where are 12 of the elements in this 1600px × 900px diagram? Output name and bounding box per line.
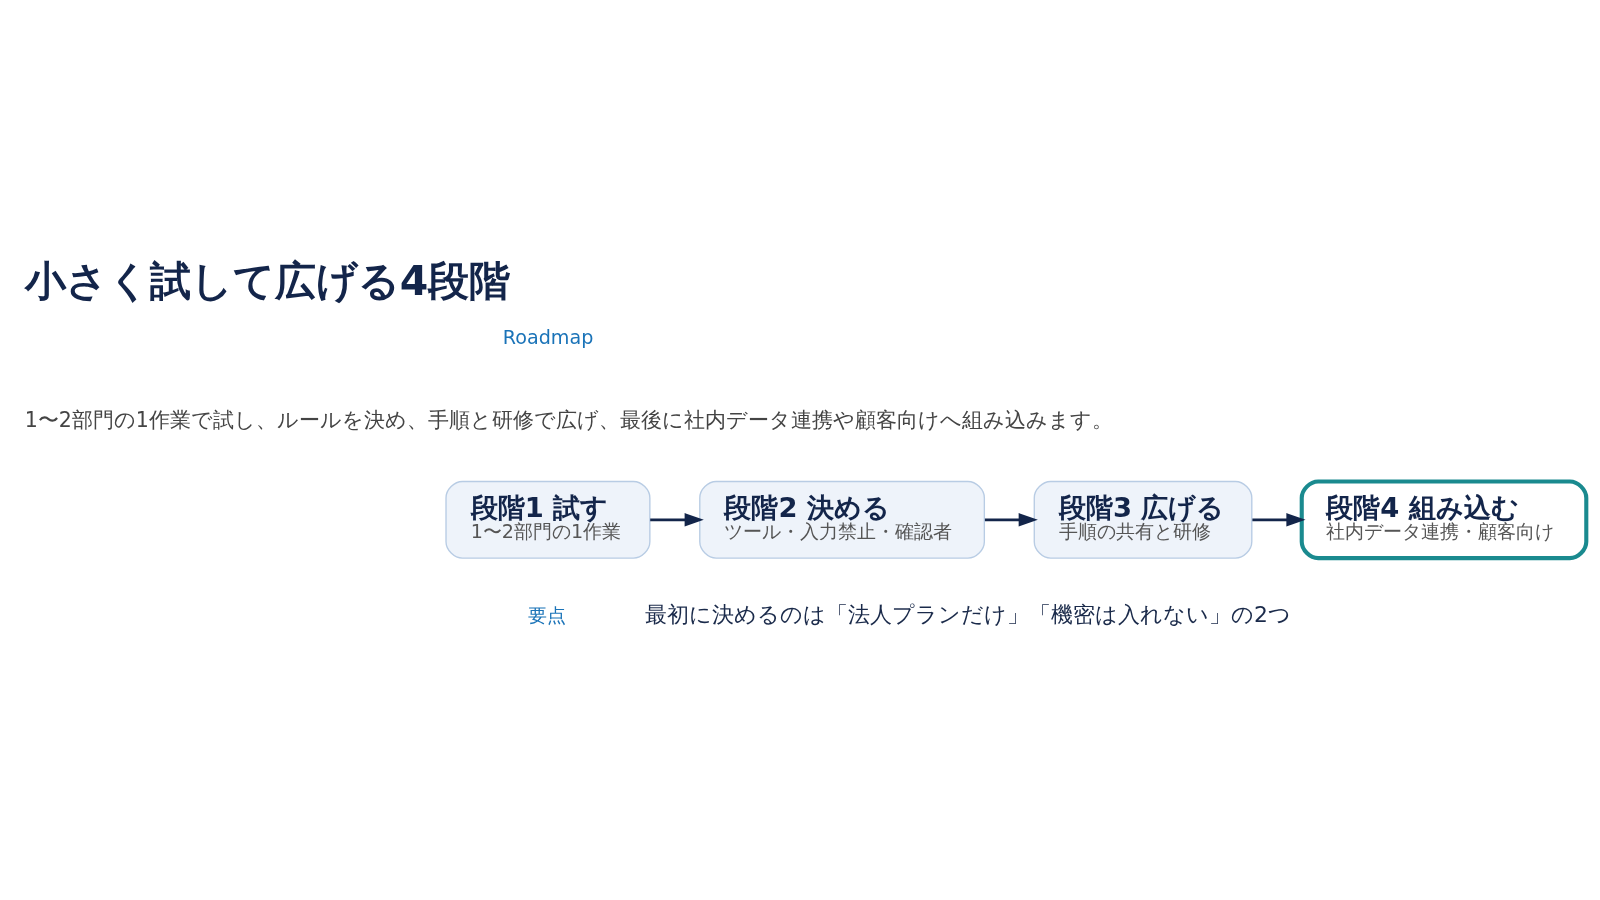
diagram-title: 小さく試して広げる4段階 bbox=[24, 257, 511, 306]
label: Roadmap bbox=[502, 326, 594, 350]
label: 要点 bbox=[528, 603, 567, 627]
label: 最初に決めるのは「法人プランだけ」「機密は入れない」の2つ bbox=[645, 602, 1291, 628]
node-box: 段階4 組み込む 社内データ連携・顧客向け bbox=[1299, 479, 1589, 561]
arrow bbox=[1252, 513, 1306, 527]
label: 1〜2部門の1作業で試し、ルールを決め、手順と研修で広げ、最後に社内データ連携や顧客向けへ組み込みます。 bbox=[24, 408, 1113, 433]
node-box: 段階3 広げる 手順の共有と研修 bbox=[1033, 480, 1253, 559]
node-box: 段階1 試す 1〜2部門の1作業 bbox=[445, 480, 651, 559]
arrow bbox=[984, 513, 1038, 527]
arrow bbox=[650, 513, 704, 527]
node-box: 段階2 決める ツール・入力禁止・確認者 bbox=[699, 480, 986, 559]
